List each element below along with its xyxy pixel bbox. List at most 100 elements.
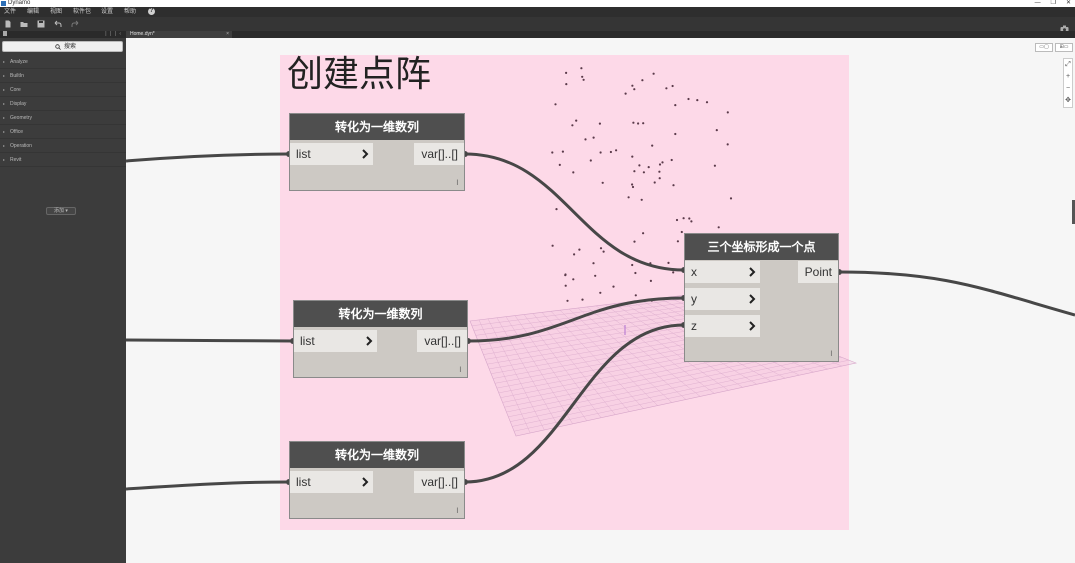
dynamo-logo-icon: [1, 1, 6, 6]
toolbar: [0, 17, 1075, 33]
canvas-scroll-indicator[interactable]: [1072, 200, 1075, 224]
menu-view[interactable]: 视图: [50, 9, 63, 15]
view-toggle-group: ▭▢ ⊞▭: [1035, 43, 1073, 52]
library-item-revit[interactable]: ▸Revit: [0, 153, 126, 167]
undo-icon[interactable]: [54, 20, 62, 28]
library-category-list: ▸Analyze ▸BuiltIn ▸Core ▸Display ▸Geomet…: [0, 55, 126, 167]
node-title[interactable]: 三个坐标形成一个点: [685, 234, 838, 260]
library-item-display[interactable]: ▸Display: [0, 97, 126, 111]
caret-right-icon: ▸: [3, 157, 6, 162]
zoom-fit-icon[interactable]: ⤢: [1065, 61, 1071, 68]
pan-icon[interactable]: ✥: [1065, 97, 1071, 104]
search-icon: [55, 44, 61, 50]
library-panel: | | | ‹ 搜索 ▸Analyze ▸BuiltIn ▸Core ▸Disp…: [0, 31, 126, 563]
library-item-operation[interactable]: ▸Operation: [0, 139, 126, 153]
caret-right-icon: ▸: [3, 101, 6, 106]
input-port-y[interactable]: y: [685, 288, 760, 310]
node-title[interactable]: 转化为一维数列: [290, 442, 464, 468]
menu-bar: 文件 编辑 视图 软件包 设置 帮助 ?: [0, 7, 1075, 17]
output-port-var[interactable]: var[]..[]: [414, 471, 464, 493]
wire-3-z: [464, 323, 685, 484]
library-search-input[interactable]: 搜索: [2, 41, 123, 52]
menu-edit[interactable]: 编辑: [27, 9, 40, 15]
library-item-geometry[interactable]: ▸Geometry: [0, 111, 126, 125]
caret-right-icon: ▸: [3, 73, 6, 78]
lacing-indicator[interactable]: l: [459, 367, 461, 374]
zoom-controls: ⤢ + − ✥: [1063, 58, 1073, 108]
flatten-node-1[interactable]: 转化为一维数列 list var[]..[] l: [289, 113, 465, 191]
output-port-point[interactable]: Point: [798, 261, 838, 283]
tab-close-icon[interactable]: ×: [226, 31, 229, 37]
wire-in-3: [126, 480, 290, 491]
point-by-coordinates-node[interactable]: 三个坐标形成一个点 x y z Point l: [684, 233, 839, 362]
library-item-office[interactable]: ▸Office: [0, 125, 126, 139]
camera-icon[interactable]: [1060, 20, 1069, 33]
maximize-button[interactable]: ❐: [1050, 0, 1056, 6]
preview-points: [551, 67, 733, 302]
chevron-right-icon: [366, 336, 373, 346]
menu-file[interactable]: 文件: [4, 9, 17, 15]
output-port-var[interactable]: var[]..[]: [417, 330, 467, 352]
flatten-node-2[interactable]: 转化为一维数列 list var[]..[] l: [293, 300, 468, 378]
new-file-icon[interactable]: [4, 20, 12, 28]
input-port-list[interactable]: list: [290, 143, 373, 165]
wire-1-x: [464, 152, 685, 272]
lacing-indicator[interactable]: l: [456, 508, 458, 515]
tab-strip: Home.dyn* ×: [126, 31, 1075, 38]
library-add-button[interactable]: 添加 ▾: [46, 207, 76, 215]
caret-right-icon: ▸: [3, 59, 6, 64]
tab-label: Home.dyn*: [130, 31, 155, 37]
chevron-right-icon: [362, 477, 369, 487]
workspace-canvas[interactable]: 创建点阵: [126, 38, 1075, 563]
library-item-core[interactable]: ▸Core: [0, 83, 126, 97]
window-controls: — ❐ ✕: [1035, 0, 1071, 7]
caret-right-icon: ▸: [3, 115, 6, 120]
close-button[interactable]: ✕: [1065, 0, 1071, 6]
menu-settings[interactable]: 设置: [101, 9, 114, 15]
flatten-node-3[interactable]: 转化为一维数列 list var[]..[] l: [289, 441, 465, 519]
caret-right-icon: ▸: [3, 87, 6, 92]
open-file-icon[interactable]: [20, 20, 28, 28]
wire-in-2: [126, 338, 294, 343]
chevron-right-icon: [749, 321, 756, 331]
library-toolbar-icons[interactable]: | | | ‹: [105, 31, 122, 37]
title-bar: Dynamo — ❐ ✕: [0, 0, 1075, 7]
window-title: Dynamo: [8, 0, 31, 6]
library-item-builtin[interactable]: ▸BuiltIn: [0, 69, 126, 83]
zoom-out-icon[interactable]: −: [1065, 85, 1071, 92]
redo-icon[interactable]: [71, 20, 79, 28]
caret-right-icon: ▸: [3, 143, 6, 148]
wire-out: [838, 270, 1075, 317]
menu-packages[interactable]: 软件包: [73, 9, 92, 15]
input-port-list[interactable]: list: [290, 471, 373, 493]
background-preview-toggle[interactable]: ▭▢: [1035, 43, 1053, 52]
minimize-button[interactable]: —: [1034, 0, 1041, 6]
library-tab[interactable]: [3, 31, 7, 36]
menu-help[interactable]: 帮助: [124, 9, 137, 15]
graph-view-toggle[interactable]: ⊞▭: [1055, 43, 1073, 52]
wire-2-y: [467, 296, 685, 343]
search-placeholder: 搜索: [64, 44, 77, 50]
chevron-right-icon: [749, 267, 756, 277]
chevron-right-icon: [362, 149, 369, 159]
library-item-analyze[interactable]: ▸Analyze: [0, 55, 126, 69]
canvas-background-geometry: [126, 67, 1075, 491]
node-title[interactable]: 转化为一维数列: [290, 114, 464, 140]
node-title[interactable]: 转化为一维数列: [294, 301, 467, 327]
tab-home[interactable]: Home.dyn* ×: [126, 31, 232, 38]
lacing-indicator[interactable]: l: [456, 180, 458, 187]
save-icon[interactable]: [37, 20, 45, 28]
chevron-right-icon: [749, 294, 756, 304]
wires: [126, 152, 1075, 491]
input-port-list[interactable]: list: [294, 330, 377, 352]
input-port-z[interactable]: z: [685, 315, 760, 337]
wire-in-1: [126, 152, 290, 163]
group-title[interactable]: 创建点阵: [287, 54, 432, 95]
output-port-var[interactable]: var[]..[]: [414, 143, 464, 165]
caret-right-icon: ▸: [3, 129, 6, 134]
help-icon[interactable]: ?: [148, 8, 155, 15]
input-port-x[interactable]: x: [685, 261, 760, 283]
lacing-indicator[interactable]: l: [830, 351, 832, 358]
zoom-in-icon[interactable]: +: [1065, 73, 1071, 80]
